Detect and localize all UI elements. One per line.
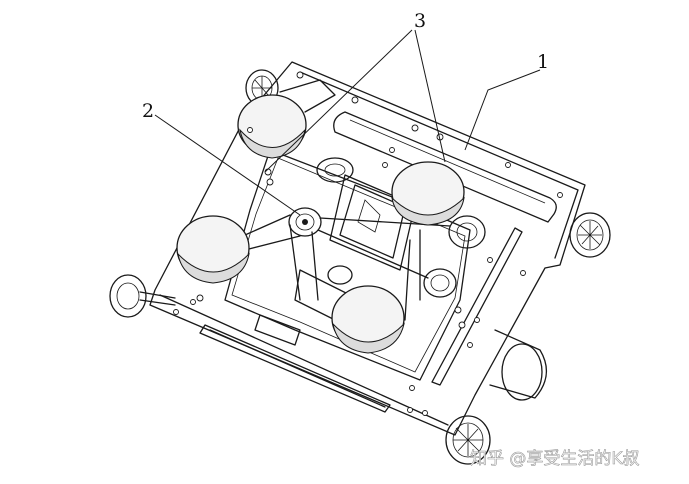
part-label-3: 3 [414,10,426,32]
roller-left [109,274,176,318]
frame-bolts [173,71,563,416]
callout-lines [154,29,541,216]
part-label-2: 2 [142,100,154,122]
roller-bottom-right [445,415,491,465]
part-label-1: 1 [537,51,549,73]
top-slot-bar [333,111,557,223]
bottom-slot-bar [199,324,391,413]
watermark-text: 知乎 @享受生活的K叔 [470,449,640,469]
pulley-center [448,215,486,249]
roller-right [569,212,611,258]
ball-top-left [237,79,336,159]
right-slot [431,227,523,386]
ball-center-right [391,161,465,226]
motor-housing [489,329,547,401]
ball-bottom [331,285,405,354]
pulley-left [288,207,322,237]
pulley-lower [423,268,457,298]
ball-left [176,215,250,284]
